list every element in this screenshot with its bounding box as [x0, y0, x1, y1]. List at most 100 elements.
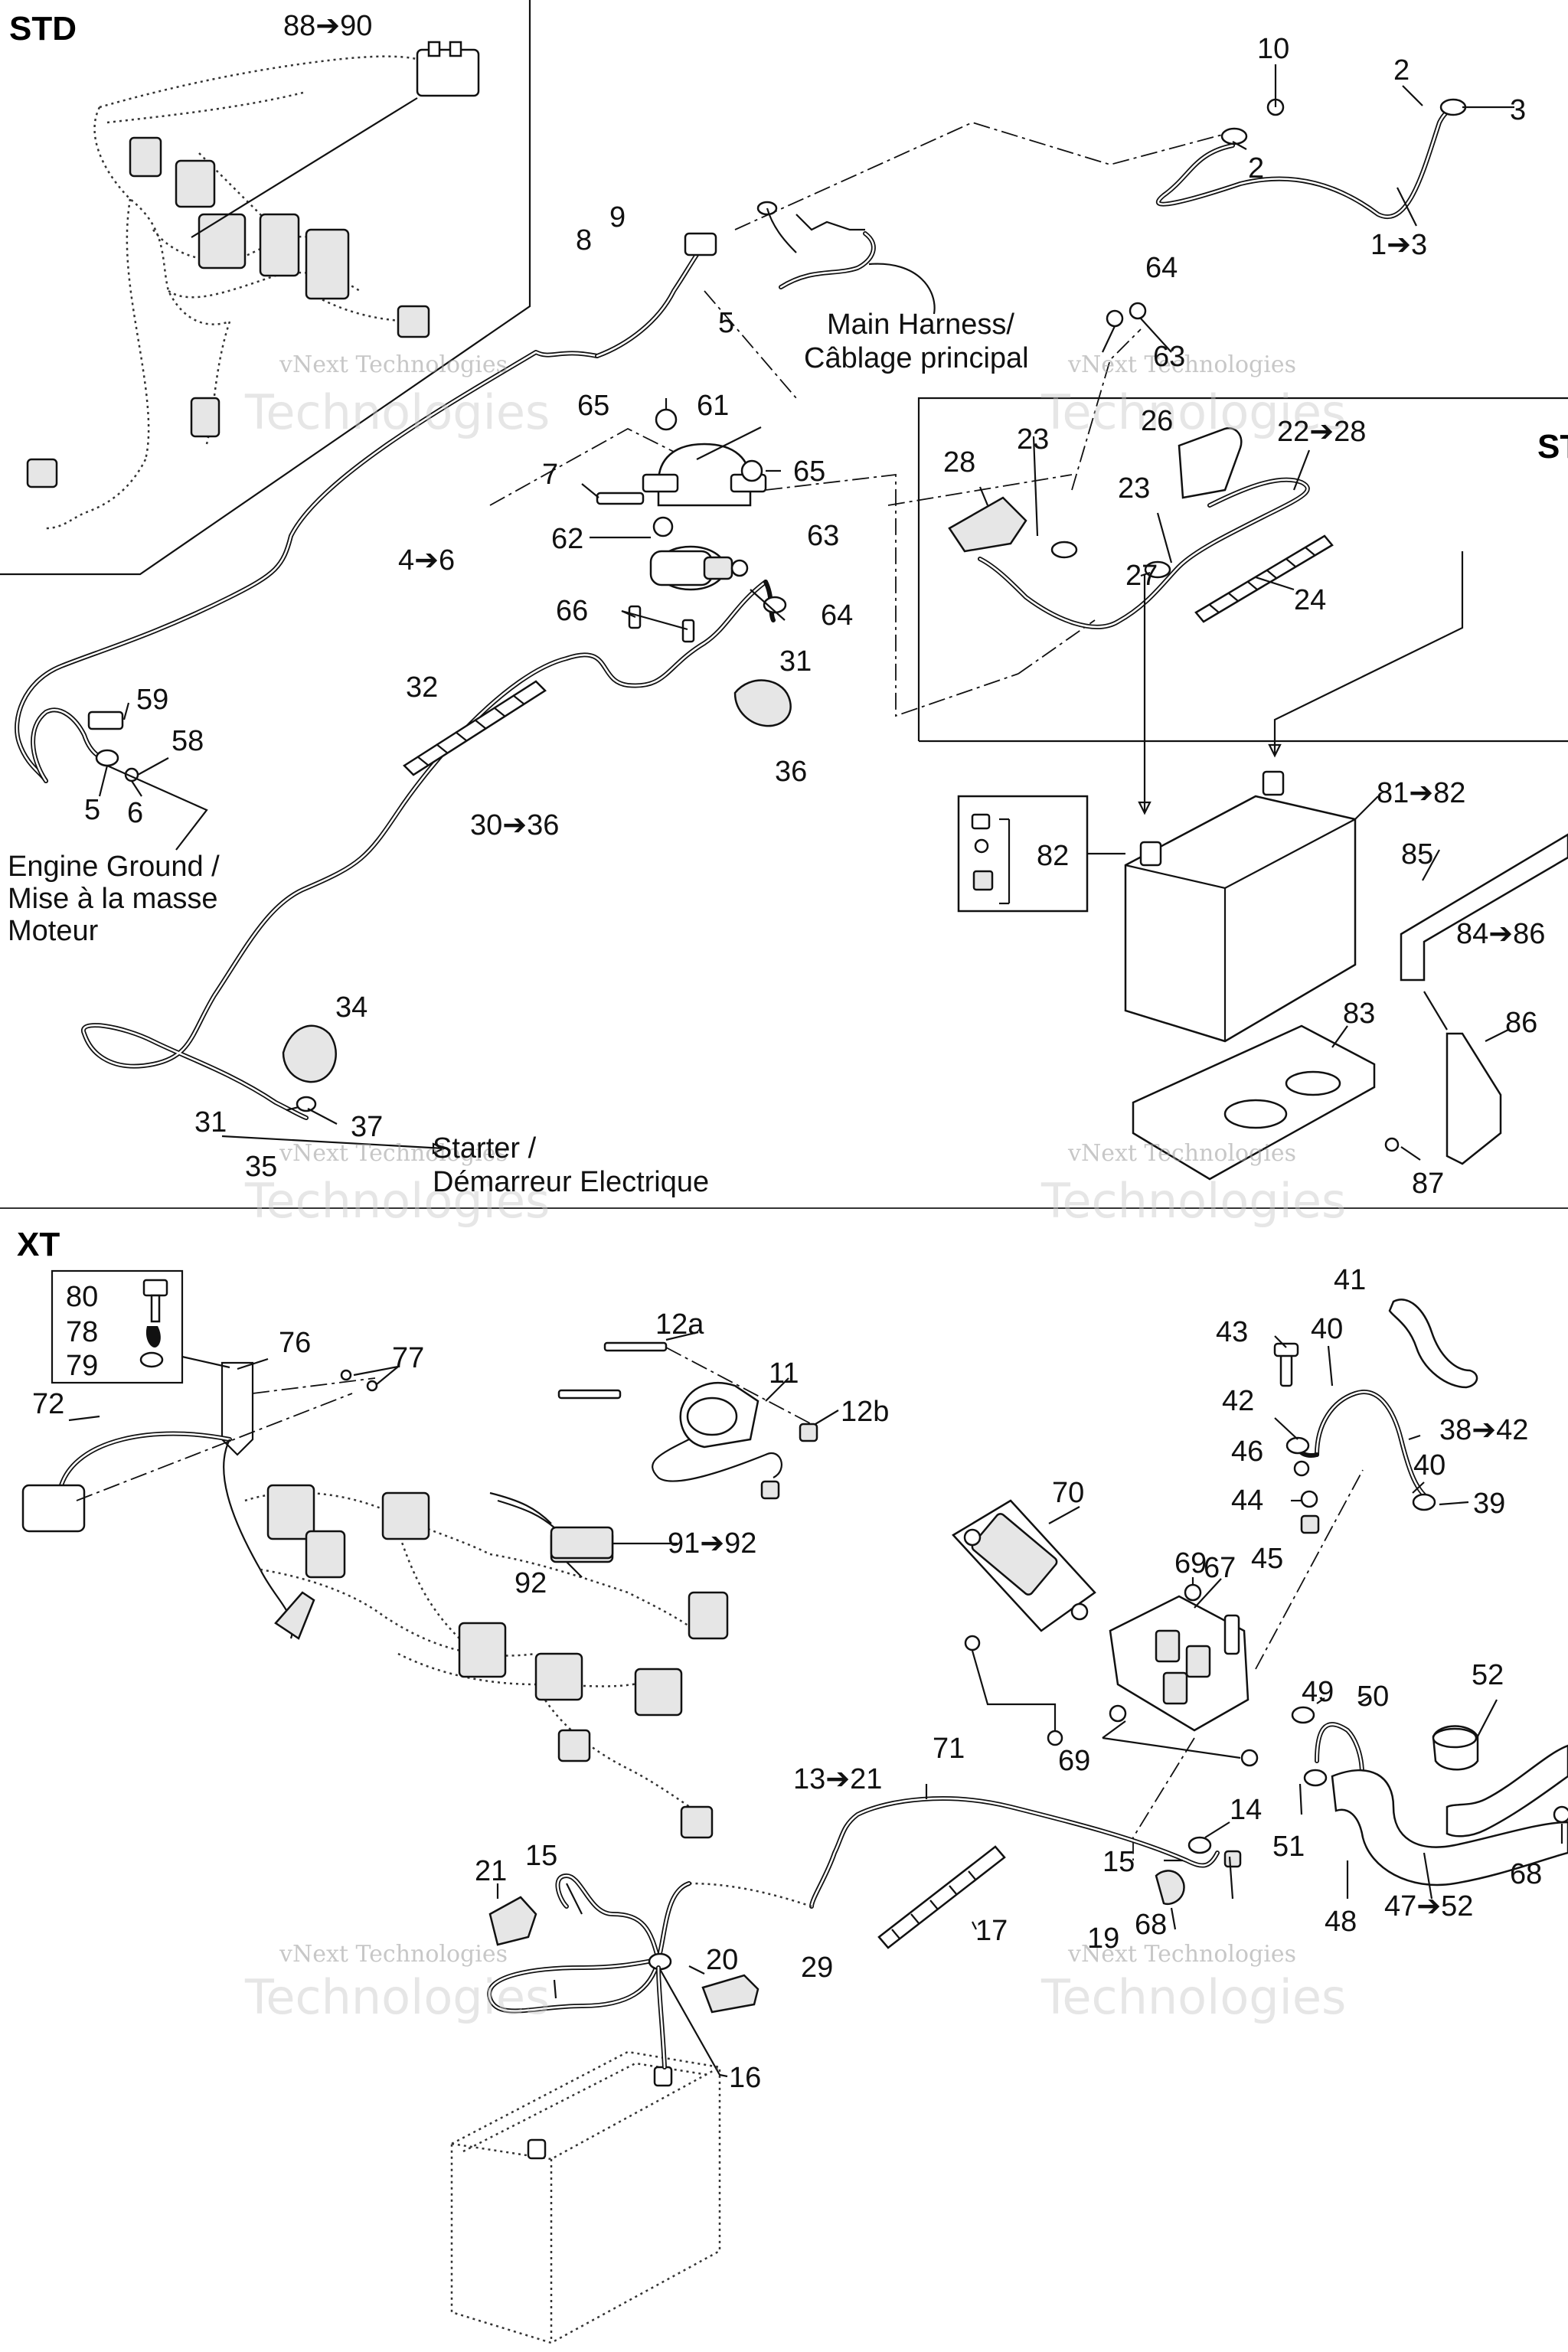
callout-32: 32 — [406, 671, 438, 704]
battery-strap — [1384, 833, 1568, 1165]
watermark-text: Technologies — [244, 384, 550, 440]
callout-31: 31 — [779, 645, 812, 678]
callout-66: 66 — [556, 595, 588, 627]
callout-65: 65 — [793, 456, 825, 488]
callout-71: 71 — [933, 1733, 965, 1765]
callout-23: 23 — [1017, 423, 1049, 456]
watermark-std-bottom-right: vNext Technologies Technologies — [1040, 1140, 1346, 1229]
starter-solenoid — [581, 398, 781, 643]
callout-68: 68 — [1510, 1858, 1542, 1890]
callout-15: 15 — [1102, 1846, 1135, 1878]
callout-28: 28 — [943, 446, 975, 479]
callout-45: 45 — [1251, 1543, 1283, 1575]
watermark-text: Technologies — [1040, 384, 1346, 440]
callout-40: 40 — [1413, 1449, 1446, 1481]
callout-26: 26 — [1141, 405, 1173, 437]
callout-76: 76 — [279, 1327, 311, 1359]
watermark-text: vNext Technologies — [279, 351, 508, 378]
callout-64: 64 — [821, 599, 853, 632]
callout-22-28: 22➔28 — [1277, 416, 1366, 448]
callout-59: 59 — [136, 684, 168, 716]
callout-10: 10 — [1257, 33, 1289, 65]
watermark-xt-right: vNext Technologies Technologies — [1040, 1941, 1346, 2025]
callout-5: 5 — [718, 307, 734, 339]
cable-4-6 — [15, 232, 717, 783]
xt-cable-38-42 — [1273, 1298, 1478, 1534]
callout-12a: 12a — [655, 1308, 704, 1341]
callout-68: 68 — [1135, 1909, 1167, 1941]
watermark-text: Technologies — [1040, 1969, 1346, 2025]
callout-91-92: 91➔92 — [668, 1527, 756, 1560]
watermark-std-right: vNext Technologies Technologies — [1040, 351, 1346, 440]
callout-13-21: 13➔21 — [793, 1763, 882, 1795]
callout-30-36: 30➔36 — [470, 809, 559, 841]
watermark-text: vNext Technologies — [1067, 1941, 1296, 1968]
caption-engine-ground-2: Mise à la masse — [8, 883, 218, 915]
callout-48: 48 — [1325, 1906, 1357, 1938]
callout-12b: 12b — [841, 1396, 889, 1428]
callout-88-90: 88➔90 — [283, 10, 372, 42]
callout-81-82: 81➔82 — [1377, 777, 1465, 809]
callout-5: 5 — [84, 794, 100, 826]
watermark-std-left: vNext Technologies Technologies — [244, 351, 550, 440]
callout-27: 27 — [1125, 560, 1158, 592]
callout-36: 36 — [775, 756, 807, 788]
xt-relay-block — [952, 1469, 1364, 1860]
callout-77: 77 — [392, 1342, 424, 1374]
callout-82: 82 — [1037, 840, 1069, 872]
callout-51: 51 — [1272, 1831, 1305, 1863]
section-label-xt: XT — [17, 1226, 60, 1263]
callout-85: 85 — [1401, 838, 1433, 871]
main-harness-connector — [756, 201, 936, 315]
cable-1-3 — [1155, 64, 1514, 227]
watermark-text: Technologies — [244, 1969, 550, 2025]
callout-80: 80 — [66, 1281, 98, 1313]
caption-main-harness-2: Câblage principal — [804, 342, 1029, 374]
callout-15: 15 — [525, 1840, 557, 1872]
callout-49: 49 — [1302, 1676, 1334, 1708]
callout-20: 20 — [706, 1944, 738, 1976]
callout-47-52: 47➔52 — [1384, 1890, 1473, 1922]
callout-52: 52 — [1472, 1659, 1504, 1691]
callout-44: 44 — [1231, 1485, 1263, 1517]
callout-19: 19 — [1087, 1922, 1119, 1955]
watermark-text: Technologies — [1040, 1173, 1346, 1229]
callout-29: 29 — [801, 1952, 833, 1984]
callout-69: 69 — [1058, 1745, 1090, 1777]
std-dash-lines — [489, 122, 1226, 717]
callout-21: 21 — [475, 1855, 507, 1887]
callout-16: 16 — [729, 2062, 761, 2094]
watermark-std-bottom-left: vNext Technologies Technologies — [244, 1140, 550, 1229]
callout-3: 3 — [1510, 94, 1526, 126]
callout-63: 63 — [807, 520, 839, 552]
callout-84-86: 84➔86 — [1456, 918, 1545, 950]
xt-harness — [21, 1269, 729, 1839]
cable-30-36 — [80, 580, 792, 1155]
callout-62: 62 — [551, 523, 583, 555]
callout-43: 43 — [1216, 1316, 1248, 1348]
section-label-std-cut: ST — [1537, 428, 1568, 466]
xt-cable-13-21 — [487, 1784, 1242, 2078]
callout-2: 2 — [1393, 54, 1410, 87]
callout-92: 92 — [514, 1567, 547, 1599]
watermark-text: vNext Technologies — [279, 1140, 508, 1167]
callout-87: 87 — [1412, 1168, 1444, 1200]
callout-31: 31 — [194, 1106, 227, 1138]
terminal-kit-box — [957, 795, 1125, 913]
callout-1-3: 1➔3 — [1370, 229, 1427, 261]
callout-78: 78 — [66, 1316, 98, 1348]
callout-38-42: 38➔42 — [1439, 1414, 1528, 1446]
callout-17: 17 — [975, 1915, 1008, 1947]
callout-63: 63 — [1153, 341, 1185, 373]
callout-79: 79 — [66, 1350, 98, 1382]
callout-69: 69 — [1174, 1547, 1207, 1579]
callout-35: 35 — [245, 1151, 277, 1183]
callout-58: 58 — [172, 725, 204, 757]
callout-41: 41 — [1334, 1264, 1366, 1296]
xt-battery — [450, 1965, 721, 2344]
callout-6: 6 — [127, 797, 143, 829]
caption-engine-ground-1: Engine Ground / — [8, 851, 220, 883]
caption-starter-1: Starter / — [433, 1132, 537, 1165]
xt-solenoid-12 — [557, 1331, 839, 1500]
